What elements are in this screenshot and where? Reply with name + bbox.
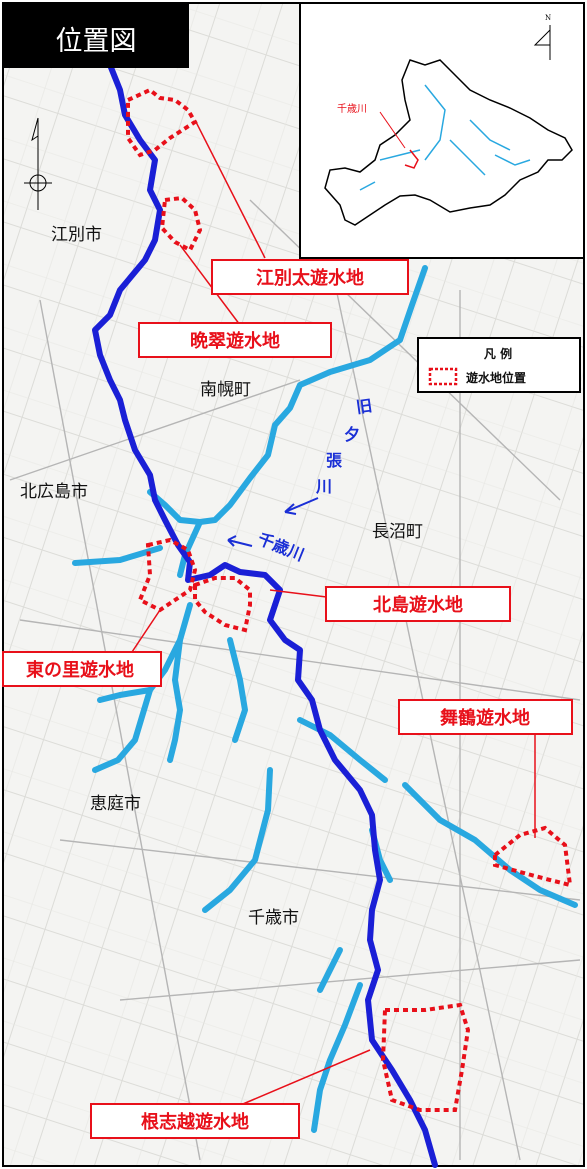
title-box [3, 3, 189, 68]
basin-ebetsubuto [126, 87, 198, 158]
river-flow-arrow-icon [284, 497, 319, 515]
inset-north-arrow-icon [533, 25, 551, 60]
callout-kitajima [325, 586, 511, 622]
town-eniwa: 恵庭市 [90, 794, 141, 814]
town-ebetsu: 江別市 [51, 225, 102, 245]
basin-neshikoshi [380, 1002, 471, 1112]
basin-callouts: 江別太遊水地 晩翠遊水地 北島遊水地 東の里遊水地 舞鶴遊水地 根志越遊水地 [2, 259, 573, 1139]
callout-higashinosato [2, 651, 162, 687]
town-naganuma: 長沼町 [372, 522, 423, 542]
river-kyu-yubari-3: 張 [326, 451, 343, 470]
inset-north-letter: N [545, 14, 551, 22]
basin-kitajima [193, 576, 252, 633]
callout-bansui-label: 晩翠遊水地 [190, 330, 280, 352]
inset-river-label: 千歳川 [337, 103, 367, 115]
map-title: 位置図 [56, 26, 137, 57]
callout-ebetsubuto [211, 259, 409, 295]
basin-bansui [159, 195, 203, 253]
callout-bansui [138, 322, 332, 358]
legend-item-label: 遊水地位置 [466, 370, 526, 385]
inset-chitose-highlight [404, 149, 419, 169]
callout-maizuru-label: 舞鶴遊水地 [440, 707, 530, 729]
legend-title: 凡 例 [484, 346, 512, 361]
hokkaido-outline [324, 59, 573, 226]
inset-map: 千歳川 N [299, 2, 585, 259]
basin-higashinosato [137, 537, 198, 613]
callout-kitajima-label: 北島遊水地 [373, 594, 463, 616]
callout-neshikoshi [90, 1103, 300, 1139]
chitose-flow-arrow-icon [227, 535, 253, 547]
north-arrow [24, 117, 52, 210]
river-kyu-yubari-4: 川 [315, 477, 332, 496]
town-nanporo: 南幌町 [200, 380, 251, 400]
callout-neshikoshi-label: 根志越遊水地 [141, 1111, 249, 1133]
town-labels: 江別市 南幌町 北広島市 長沼町 恵庭市 千歳市 [20, 225, 423, 928]
legend: 凡 例 遊水地位置 [417, 337, 581, 393]
river-kyu-yubari-1: 旧 [355, 396, 374, 417]
town-kitahiroshima: 北広島市 [20, 482, 88, 502]
town-chitose: 千歳市 [248, 908, 299, 928]
river-kyu-yubari-2: 夕 [344, 425, 360, 444]
callout-higashinosato-label: 東の里遊水地 [26, 659, 134, 681]
main-river-chitose [92, 62, 438, 1168]
callout-ebetsubuto-label: 江別太遊水地 [256, 267, 364, 289]
retention-basin-outlines [126, 87, 573, 1112]
callout-maizuru [398, 699, 573, 735]
legend-swatch [428, 367, 458, 386]
basin-maizuru [493, 825, 573, 888]
